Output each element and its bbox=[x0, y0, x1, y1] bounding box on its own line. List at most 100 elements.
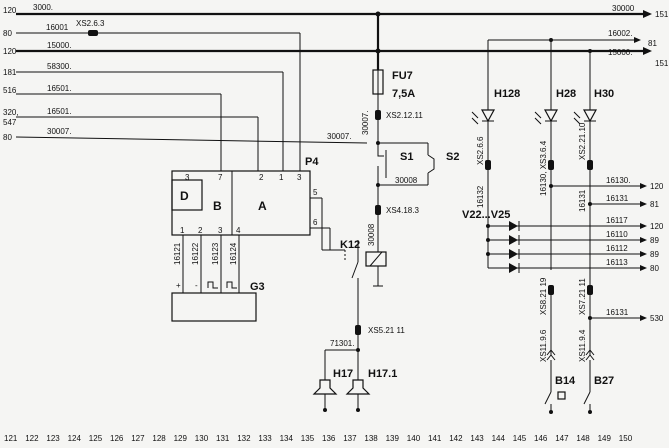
connector-xs266 bbox=[485, 160, 491, 170]
text-15000: 15000. bbox=[47, 41, 71, 50]
text-xs263: XS2.6.3 bbox=[76, 19, 105, 28]
xs72111-label: XS7.21 11 bbox=[578, 278, 587, 315]
connector-xs82119 bbox=[548, 285, 554, 295]
xs22110-label: XS2.21.10 bbox=[578, 122, 587, 160]
text-16113: 16113 bbox=[606, 258, 628, 267]
diode-row bbox=[509, 235, 520, 245]
text-16131-h: 16131 bbox=[606, 194, 629, 203]
h128-label: H128 bbox=[494, 88, 520, 100]
h171-label: H17.1 bbox=[368, 368, 397, 380]
p4-label: P4 bbox=[305, 156, 319, 168]
g-pin-1: 1 bbox=[180, 226, 185, 235]
block-d-label: D bbox=[180, 189, 189, 203]
label-120: 120 bbox=[3, 47, 17, 56]
text-16112: 16112 bbox=[606, 244, 628, 253]
plus-sign: + bbox=[176, 281, 181, 290]
text-30007-a: 30007. bbox=[47, 127, 71, 136]
xs1194-label: XS11.9.4 bbox=[578, 329, 587, 362]
text-15000-r: 15000. bbox=[608, 48, 632, 57]
sensor-b14-box bbox=[557, 391, 566, 400]
text-16501-a: 16501. bbox=[47, 84, 71, 93]
text-16132: 16132 bbox=[476, 185, 485, 208]
minus-sign: - bbox=[195, 281, 198, 290]
relay-k12-coil bbox=[365, 251, 387, 267]
sensor-b27-switch bbox=[583, 391, 591, 405]
fu7-label: FU7 bbox=[392, 70, 413, 82]
led-h30-icon bbox=[582, 109, 598, 123]
ruler-number: 137 bbox=[343, 434, 357, 443]
pin-1: 1 bbox=[279, 173, 284, 182]
label-81-a: 81 bbox=[648, 39, 657, 48]
text-16124: 16124 bbox=[229, 242, 238, 265]
label-120-r2: 120 bbox=[650, 222, 664, 231]
h28-label: H28 bbox=[556, 88, 576, 100]
diode-icon bbox=[509, 235, 518, 245]
ruler-number: 147 bbox=[555, 434, 569, 443]
text-16110: 16110 bbox=[606, 230, 628, 239]
ruler-number: 150 bbox=[619, 434, 633, 443]
xs266-label: XS2.6.6 bbox=[476, 136, 485, 165]
text-3000: 3000. bbox=[33, 3, 53, 12]
ruler-number: 138 bbox=[364, 434, 378, 443]
led-h128-icon bbox=[480, 109, 496, 123]
block-b-label: B bbox=[213, 199, 222, 213]
ruler-number: 139 bbox=[386, 434, 400, 443]
connector-xs72111 bbox=[587, 285, 593, 295]
ruler-number: 122 bbox=[25, 434, 39, 443]
label-80: 80 bbox=[3, 29, 12, 38]
horn-h17-icon bbox=[312, 379, 338, 395]
ruler-number: 131 bbox=[216, 434, 230, 443]
left-wire-labels: 120 80 120 181 516 320, 547 80 bbox=[3, 6, 19, 142]
ruler-number: 142 bbox=[449, 434, 463, 443]
label-80-r: 80 bbox=[650, 264, 659, 273]
wire-30007 bbox=[15, 136, 368, 144]
plug-icon bbox=[585, 349, 595, 361]
sensor-b14-switch bbox=[544, 391, 552, 405]
label-516: 516 bbox=[3, 86, 17, 95]
light-rays-icon bbox=[534, 111, 542, 125]
k12-contact bbox=[351, 261, 359, 279]
ruler-number: 121 bbox=[4, 434, 18, 443]
diode-icon bbox=[509, 249, 518, 259]
text-58300: 58300. bbox=[47, 62, 71, 71]
label-320: 320, bbox=[3, 108, 19, 117]
label-530: 530 bbox=[650, 314, 664, 323]
connector-xs21211 bbox=[375, 110, 381, 120]
light-rays-icon bbox=[573, 111, 581, 125]
pulse-icon bbox=[207, 281, 218, 289]
p4-outline bbox=[171, 170, 311, 236]
text-16001: 16001 bbox=[46, 23, 69, 32]
ruler-number: 140 bbox=[407, 434, 421, 443]
ruler-number: 133 bbox=[258, 434, 272, 443]
text-71301: 71301. bbox=[330, 339, 354, 348]
diode-icon bbox=[509, 221, 518, 231]
pin-6: 6 bbox=[313, 218, 318, 227]
diode-row bbox=[509, 263, 520, 273]
text-30008-h: 30008 bbox=[395, 176, 418, 185]
ruler-number: 148 bbox=[576, 434, 590, 443]
fu7-rating: 7,5A bbox=[392, 88, 415, 100]
ruler-number: 134 bbox=[280, 434, 294, 443]
ruler-number: 125 bbox=[89, 434, 103, 443]
top-wire-labels: 3000. 16001 XS2.6.3 15000. 58300. 16501.… bbox=[33, 3, 351, 141]
switch-s2 bbox=[427, 154, 435, 174]
diode-icon bbox=[509, 263, 518, 273]
g3-box bbox=[171, 292, 257, 322]
connector-xs364 bbox=[548, 160, 554, 170]
text-30007-v: 30007. bbox=[361, 111, 370, 135]
label-80-bottom: 80 bbox=[3, 133, 12, 142]
right-section: 30000 151 16002. 81 15000. 151 H128 H28 … bbox=[462, 4, 669, 414]
arrow-151-top bbox=[643, 10, 652, 18]
s1-label: S1 bbox=[400, 151, 413, 163]
label-151-b: 151 bbox=[655, 59, 669, 68]
text-16130-xs364: 16130, XS3.6.4 bbox=[539, 140, 548, 196]
xs4183-label: XS4.18.3 bbox=[386, 206, 419, 215]
ruler-number: 126 bbox=[110, 434, 124, 443]
g-pin-3: 3 bbox=[218, 226, 223, 235]
ruler-number: 145 bbox=[513, 434, 527, 443]
diode-row bbox=[509, 249, 520, 259]
xs52111-label: XS5.21 11 bbox=[368, 326, 405, 335]
text-30008-v: 30008 bbox=[367, 223, 376, 246]
ruler-number: 123 bbox=[46, 434, 60, 443]
